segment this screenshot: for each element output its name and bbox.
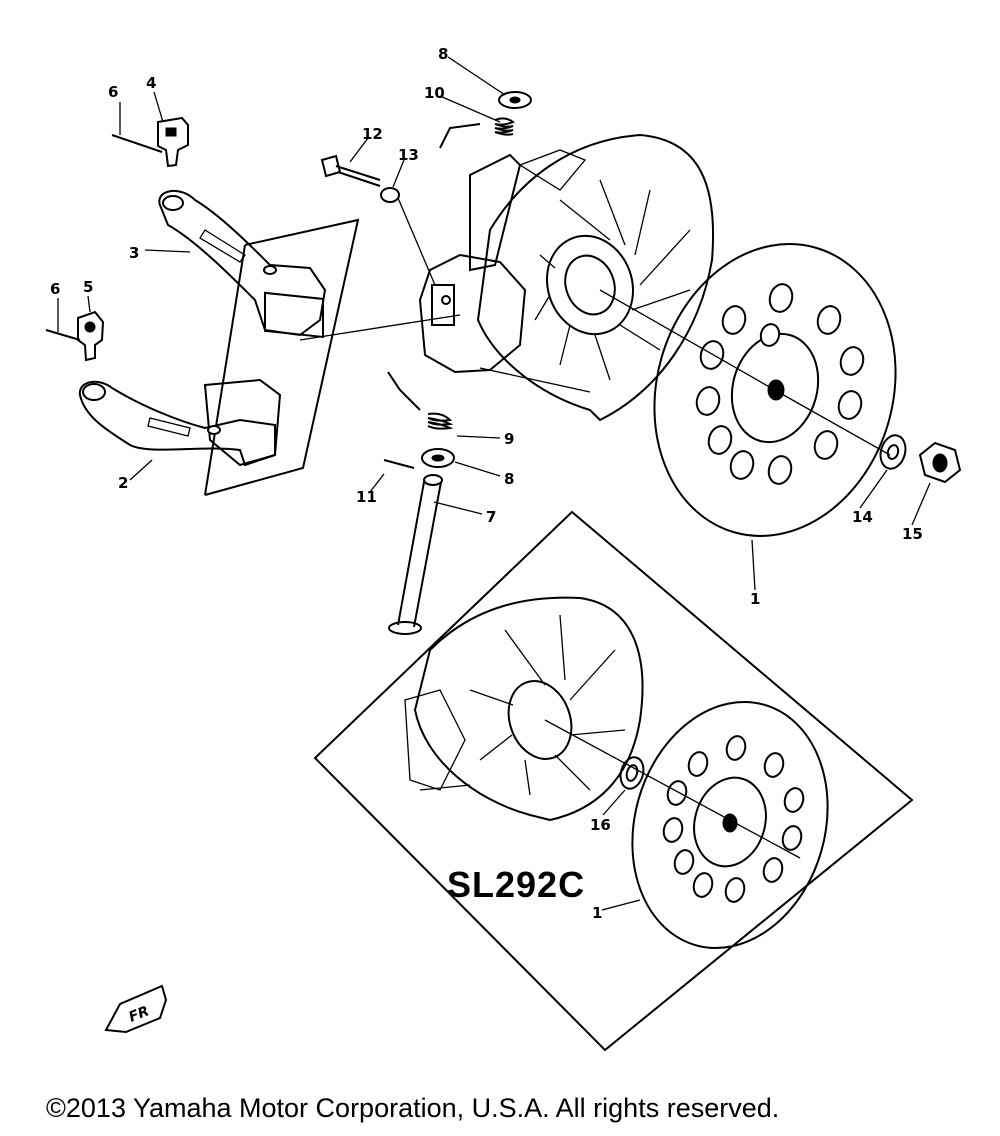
part-2-pad-holder-lower [78, 378, 282, 467]
caliper-body [418, 153, 527, 374]
inset-frame [313, 510, 914, 1052]
part-8-washer-top [498, 91, 532, 109]
part-9-spring-lower [387, 371, 454, 430]
callout-4: 4 [146, 74, 156, 92]
part-12-bolt [320, 154, 381, 187]
part-4-adjuster-upper [157, 116, 189, 168]
callout-8-lower: 8 [504, 470, 514, 488]
part-10-spring-upper [439, 117, 516, 149]
callout-3: 3 [129, 244, 139, 262]
callout-6-upper: 6 [108, 83, 118, 101]
callout-5: 5 [83, 278, 93, 296]
callout-14: 14 [852, 508, 873, 526]
front-arrow-label: FR [127, 1003, 152, 1025]
inset-model-label: SL292C [447, 864, 585, 905]
front-arrow-icon: FR [104, 984, 168, 1034]
copyright-notice: ©2013 Yamaha Motor Corporation, U.S.A. A… [46, 1093, 779, 1123]
brake-cover-main [476, 133, 715, 422]
callout-2: 2 [118, 474, 128, 492]
callout-11: 11 [356, 488, 377, 506]
callout-1-main: 1 [750, 590, 760, 608]
callout-1-inset: 1 [592, 904, 602, 922]
inset-brake-cover [404, 596, 644, 822]
part-11-pin [383, 459, 415, 469]
callout-7: 7 [486, 508, 496, 526]
part-1-brake-disc-inset [631, 701, 829, 949]
part-8-washer-lower [421, 448, 455, 468]
callout-16: 16 [590, 816, 611, 834]
callout-9: 9 [504, 430, 514, 448]
callout-13: 13 [398, 146, 419, 164]
part-5-adjuster-lower [77, 310, 105, 362]
part-16-spacer [619, 756, 645, 790]
part-3-pad-holder-upper [158, 190, 327, 339]
callout-15: 15 [902, 525, 923, 543]
part-7-shaft [388, 474, 443, 635]
callout-12: 12 [362, 125, 383, 143]
callout-8-upper: 8 [438, 45, 448, 63]
part-6-pin-upper [111, 134, 163, 153]
pad-frame [204, 218, 461, 496]
part-14-washer [879, 434, 907, 470]
center-line-main [479, 289, 891, 456]
leader-lines [57, 56, 931, 911]
center-line-inset [544, 719, 801, 859]
callout-6-lower: 6 [50, 280, 60, 298]
callout-10: 10 [424, 84, 445, 102]
part-13-washer [380, 187, 436, 286]
callout-labels: 6 4 3 6 5 2 8 10 12 13 9 8 7 11 14 15 1 … [50, 45, 923, 922]
part-15-nut [918, 441, 962, 484]
part-6-pin-lower [45, 329, 81, 341]
